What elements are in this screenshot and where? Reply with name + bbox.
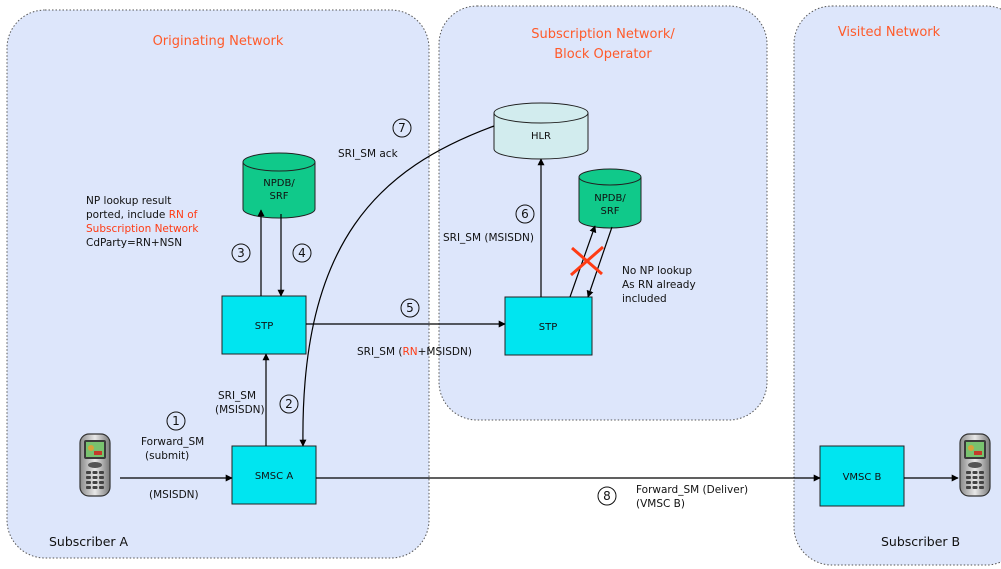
stp-subscription: STP bbox=[504, 296, 593, 356]
stp-sub-label: STP bbox=[539, 322, 558, 333]
msisdn-label: (MSISDN) bbox=[149, 489, 199, 501]
visited-network-region bbox=[793, 5, 1001, 566]
stp-originating: STP bbox=[221, 295, 307, 355]
blocked-lookup-cross bbox=[570, 245, 604, 277]
hlr-database: HLR bbox=[493, 102, 589, 160]
sri-sm-msisdn-label: SRI_SM (MSISDN) bbox=[443, 232, 534, 244]
visited-network-title: Visited Network bbox=[838, 25, 941, 40]
vmsc-b-paren-label: (VMSC B) bbox=[636, 498, 685, 510]
npdb-sub-label-2: SRF bbox=[600, 206, 619, 217]
arrow-stp-to-npdb bbox=[569, 225, 597, 298]
hlr-label: HLR bbox=[531, 131, 551, 142]
arrow-step-7-ack bbox=[299, 125, 495, 447]
sri-sm-rn-red: RN bbox=[402, 346, 417, 358]
mobile-phone-icon bbox=[79, 433, 111, 497]
originating-network-title: Originating Network bbox=[153, 34, 284, 49]
svg-text:5: 5 bbox=[406, 301, 414, 315]
step-4-marker: 4 bbox=[292, 243, 312, 263]
no-np-lookup-3: included bbox=[622, 293, 667, 305]
svg-text:2: 2 bbox=[285, 397, 293, 411]
npdb-orig-label-2: SRF bbox=[269, 191, 288, 202]
no-np-lookup-1: No NP lookup bbox=[622, 265, 692, 277]
npdb-sub-label-1: NPDB/ bbox=[594, 193, 626, 204]
np-result-line3: Subscription Network bbox=[86, 223, 199, 235]
svg-text:3: 3 bbox=[237, 246, 245, 260]
forward-sm-submit-label: (submit) bbox=[145, 450, 189, 462]
smsc-a: SMSC A bbox=[231, 445, 317, 505]
np-result-rn-of: RN of bbox=[169, 209, 198, 221]
step-6-marker: 6 bbox=[515, 204, 535, 224]
subscriber-b-label: Subscriber B bbox=[881, 534, 960, 549]
svg-text:6: 6 bbox=[521, 207, 529, 221]
svg-text:1: 1 bbox=[172, 414, 180, 428]
svg-text:4: 4 bbox=[298, 246, 306, 260]
step-7-marker: 7 bbox=[392, 118, 412, 138]
np-result-line1: NP lookup result bbox=[86, 195, 171, 207]
svg-text:8: 8 bbox=[603, 489, 611, 503]
step-2-marker: 2 bbox=[279, 394, 299, 414]
np-result-line2: ported, include RN of bbox=[86, 209, 198, 221]
step-8-marker: 8 bbox=[597, 486, 617, 506]
arrow-npdb-to-stp bbox=[586, 226, 613, 298]
forward-sm-label: Forward_SM bbox=[141, 436, 204, 448]
smsc-a-label: SMSC A bbox=[255, 471, 293, 482]
forward-sm-deliver-label: Forward_SM (Deliver) bbox=[636, 484, 748, 496]
subscription-network-title-line2: Block Operator bbox=[554, 47, 652, 62]
sri-sm-label-1: SRI_SM bbox=[218, 390, 256, 402]
no-np-lookup-2: As RN already bbox=[622, 279, 696, 291]
sri-sm-label-2: (MSISDN) bbox=[215, 404, 265, 416]
mobile-phone-icon bbox=[959, 433, 991, 497]
subscription-network-title-line1: Subscription Network/ bbox=[531, 27, 675, 42]
originating-network-region bbox=[6, 9, 430, 559]
subscriber-a-label: Subscriber A bbox=[49, 534, 129, 549]
step-1-marker: 1 bbox=[166, 411, 186, 431]
svg-text:7: 7 bbox=[398, 121, 406, 135]
step-5-marker: 5 bbox=[400, 298, 420, 318]
vmsc-b: VMSC B bbox=[819, 445, 905, 507]
npdb-orig-label-1: NPDB/ bbox=[263, 178, 295, 189]
step-3-marker: 3 bbox=[231, 243, 251, 263]
stp-orig-label: STP bbox=[255, 321, 274, 332]
np-result-line4: CdParty=RN+NSN bbox=[86, 237, 182, 249]
sri-sm-rn-label: SRI_SM (RN+MSISDN) bbox=[357, 346, 472, 358]
sri-sm-ack-label: SRI_SM ack bbox=[338, 148, 399, 160]
npdb-srf-subscription: NPDB/ SRF bbox=[578, 168, 642, 229]
npdb-srf-originating: NPDB/ SRF bbox=[242, 152, 316, 219]
vmsc-b-label: VMSC B bbox=[843, 472, 882, 483]
